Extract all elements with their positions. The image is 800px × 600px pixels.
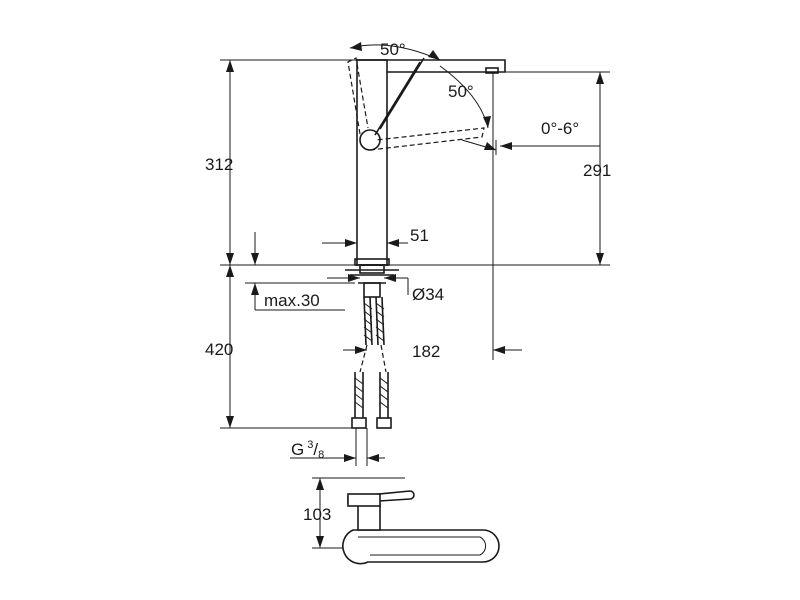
height-312-label: 312 (205, 155, 233, 174)
lever-swing-right (369, 127, 485, 151)
supply-hoses (351, 296, 392, 429)
reach-182-label: 182 (412, 342, 440, 361)
aerator (485, 67, 499, 74)
spout-tilt-label: 0°-6° (541, 119, 579, 138)
base-collar (354, 258, 390, 266)
faucet-top-view (342, 490, 500, 565)
fixing-stud (363, 282, 381, 298)
dimension-lines (220, 42, 610, 549)
height-291-label: 291 (583, 161, 611, 180)
faucet-front-view (220, 57, 610, 429)
spout (357, 59, 506, 73)
max-30-label: max.30 (264, 291, 320, 310)
diameter-34-label: Ø34 (412, 285, 444, 304)
lever-raised-edge (379, 57, 425, 130)
dimension-labels: 50° 50° 0°-6° 312 291 51 Ø34 max.30 182 … (205, 40, 611, 524)
angle-lever-label: 50° (448, 82, 474, 101)
height-103-label: 103 (303, 505, 331, 524)
lever-swing-left (347, 57, 369, 135)
hose-420-label: 420 (205, 340, 233, 359)
spout-top-view (342, 529, 500, 565)
under-deck-shank (359, 264, 385, 274)
width-51-label: 51 (410, 226, 429, 245)
lever-raised (374, 61, 421, 136)
angle-top-label: 50° (380, 40, 406, 59)
body-top-view (357, 504, 381, 531)
